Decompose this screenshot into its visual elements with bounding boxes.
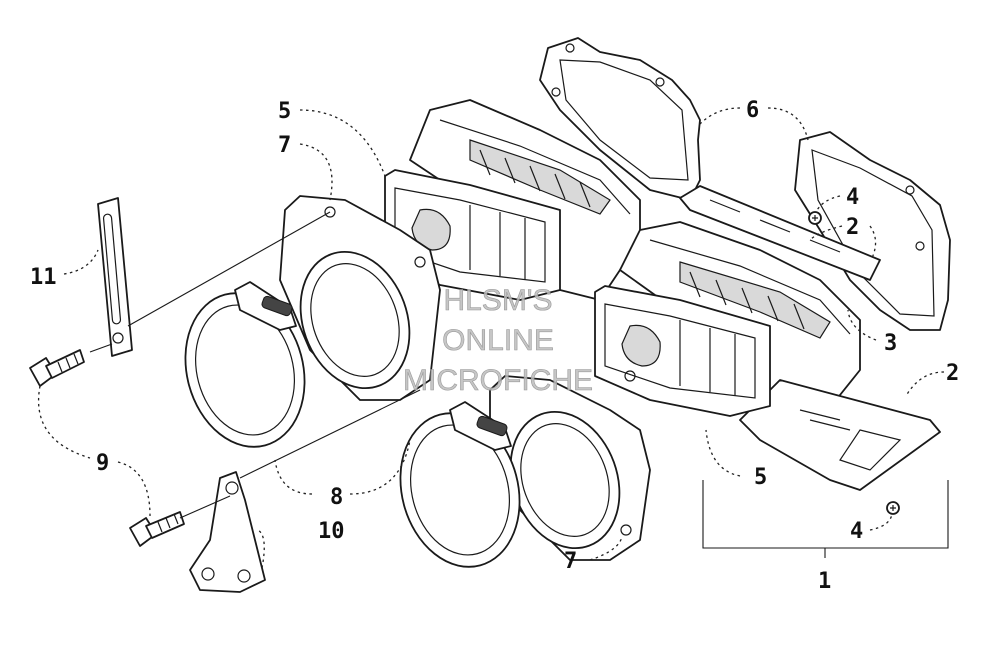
callout-labels: 5 7 11 9 10 8 7 5 6 4 2 3 2 4 1 [30, 98, 959, 594]
watermark-line-2: ONLINE [442, 324, 554, 357]
callout-10: 10 [318, 519, 345, 544]
gasket-upper [539, 37, 701, 201]
callout-9: 9 [96, 451, 109, 476]
clamp-lower [399, 401, 521, 568]
reed-cage-lower [594, 285, 771, 417]
callout-7-upper: 7 [278, 133, 291, 158]
clamp-upper [184, 281, 306, 448]
callout-4-upper: 4 [846, 185, 859, 210]
leader-lines [38, 107, 945, 569]
callout-4-lower: 4 [850, 519, 863, 544]
bolt-upper [29, 349, 85, 387]
reed-plate-upper [679, 185, 881, 281]
screw-lower [886, 501, 900, 515]
callout-2-lower: 2 [946, 361, 959, 386]
callout-1: 1 [818, 569, 831, 594]
callout-11: 11 [30, 265, 57, 290]
callout-8: 8 [330, 485, 343, 510]
bracket-plate [97, 197, 133, 357]
support-bracket [189, 471, 266, 593]
intake-boot-lower [489, 370, 651, 561]
bolt-lower [129, 511, 185, 547]
watermark-line-1: HLSM'S [443, 284, 552, 317]
assembly-guide-lines [89, 211, 421, 519]
callout-3: 3 [884, 331, 897, 356]
watermark-line-3: MICROFICHE [403, 364, 593, 397]
assembly-bracket [702, 480, 949, 558]
callout-2-upper: 2 [846, 215, 859, 240]
callout-5-lower: 5 [754, 465, 767, 490]
intake-boot-upper [279, 195, 441, 401]
callout-6: 6 [746, 98, 759, 123]
gasket-lower [794, 131, 951, 331]
callout-7-lower: 7 [564, 549, 577, 574]
callout-5-upper: 5 [278, 99, 291, 124]
screw-upper [808, 211, 822, 225]
reed-plate-lower [739, 379, 941, 491]
watermark: HLSM'S ONLINE MICROFICHE [403, 284, 594, 398]
